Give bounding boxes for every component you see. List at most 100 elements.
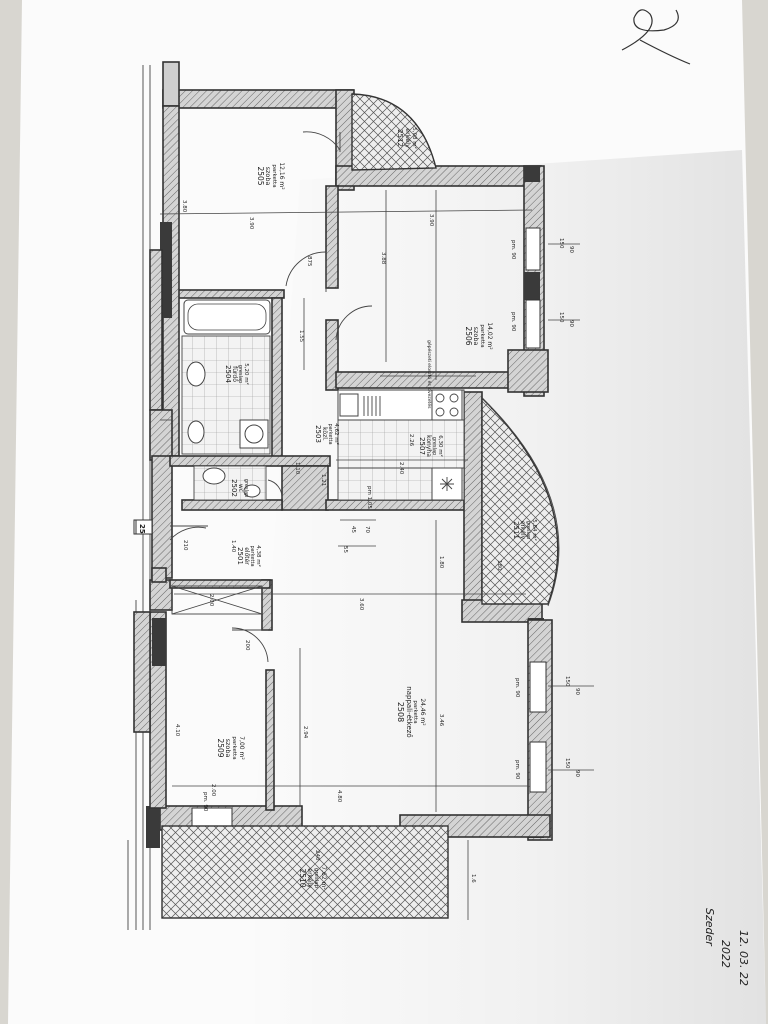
- svg-text:szoba: szoba: [472, 327, 480, 346]
- label-room-2501: 2501 előtér parketta 4,38 m²: [236, 545, 262, 567]
- svg-text:90: 90: [574, 770, 580, 777]
- svg-text:szoba: szoba: [264, 167, 272, 186]
- bathroom-fixtures: [181, 299, 271, 501]
- svg-text:7,62 m²: 7,62 m²: [320, 866, 327, 890]
- svg-text:200: 200: [244, 640, 250, 651]
- svg-text:3.80: 3.80: [181, 200, 187, 213]
- svg-text:greslap: greslap: [243, 479, 249, 497]
- svg-text:3.46: 3.46: [438, 714, 444, 727]
- svg-text:150: 150: [564, 676, 570, 687]
- svg-text:parketta: parketta: [271, 164, 277, 187]
- svg-text:5,08 m²: 5,08 m²: [411, 127, 418, 149]
- handwritten-date: 12. 03. 22: [737, 930, 750, 986]
- svg-text:1.6: 1.6: [470, 874, 476, 883]
- svg-text:2502: 2502: [230, 479, 238, 497]
- svg-text:12,16 m²: 12,16 m²: [278, 162, 285, 190]
- svg-text:2503: 2503: [314, 425, 322, 443]
- handwritten-signature: [621, 9, 691, 65]
- svg-text:közl.: közl.: [321, 427, 328, 441]
- svg-text:3.88: 3.88: [380, 252, 386, 265]
- svg-text:150: 150: [558, 238, 564, 249]
- svg-text:parketta: parketta: [479, 324, 485, 347]
- label-room-2511: 2511 erkély greslap 5,84 m²: [512, 519, 538, 541]
- handwritten-year: 2022: [719, 940, 732, 968]
- handwritten-name: Szeder: [703, 908, 716, 947]
- svg-text:erkély: erkély: [404, 128, 412, 148]
- bathroom-toilet: [187, 420, 205, 444]
- label-room-2505: 2505 szoba parketta 12,16 m²: [256, 162, 285, 190]
- room-labels: 2505 szoba parketta 12,16 m² 2512 erkély…: [216, 127, 538, 890]
- label-room-2509: 2509 szoba parketta 7,00 m²: [216, 736, 245, 760]
- kitchen-drainer: [363, 396, 381, 416]
- svg-text:parketta: parketta: [231, 736, 237, 759]
- svg-text:pm. 90: pm. 90: [510, 312, 516, 332]
- svg-text:5,20 m²: 5,20 m²: [243, 363, 250, 385]
- svg-text:4,38 m²: 4,38 m²: [255, 545, 262, 567]
- svg-text:90: 90: [568, 246, 574, 253]
- svg-text:parketta: parketta: [327, 423, 333, 444]
- label-room-2506: 2506 szoba parketta 14,02 m²: [464, 322, 493, 350]
- svg-text:2507: 2507: [418, 437, 426, 455]
- svg-text:4,62 m²: 4,62 m²: [333, 423, 340, 445]
- svg-text:4.80: 4.80: [336, 790, 342, 803]
- kitchen-service-note: gépészeti elosztó és kivezetés: [426, 340, 433, 409]
- svg-text:erkély: erkély: [519, 521, 526, 540]
- svg-text:parketta: parketta: [412, 700, 418, 723]
- svg-text:2510: 2510: [298, 868, 307, 887]
- wc-toilet: [202, 467, 226, 485]
- svg-text:70: 70: [364, 526, 370, 533]
- svg-text:45: 45: [350, 526, 356, 533]
- label-room-2510: 2510 erkély greslap 7,62 m²: [298, 866, 327, 890]
- svg-text:1.80: 1.80: [438, 556, 444, 569]
- window-labels: pm. 90 150 90 pm. 90 150 90 pm. 90 150 9…: [182, 238, 580, 861]
- svg-text:14,02 m²: 14,02 m²: [486, 322, 493, 350]
- svg-text:1.21: 1.21: [320, 474, 326, 486]
- svg-text:55: 55: [342, 546, 348, 553]
- label-room-2502: 2502 wc greslap: [230, 479, 249, 497]
- dimension-labels: 3.90 3.90 3.80 3.88 1.55 3.60 1.80 3.46 …: [174, 200, 476, 883]
- svg-text:25: 25: [138, 524, 146, 534]
- door-swings: [169, 131, 373, 663]
- svg-text:előtér: előtér: [243, 547, 250, 565]
- svg-text:3.90: 3.90: [428, 214, 434, 227]
- svg-text:2.00: 2.00: [208, 594, 214, 607]
- washing-machine: [239, 419, 269, 449]
- svg-text:2512: 2512: [396, 129, 404, 147]
- gas-symbol: [440, 477, 454, 491]
- svg-text:210: 210: [182, 540, 188, 551]
- svg-text:2505: 2505: [256, 166, 265, 185]
- label-room-2508: 2508 nappali-étkező parketta 24,46 m²: [396, 686, 426, 737]
- svg-text:2.40: 2.40: [398, 462, 404, 475]
- svg-text:erkély: erkély: [306, 868, 314, 888]
- svg-text:1.10: 1.10: [294, 462, 300, 475]
- entry-tag: 25: [135, 519, 153, 535]
- svg-text:3.90: 3.90: [248, 217, 254, 230]
- svg-text:szoba: szoba: [224, 739, 232, 758]
- svg-text:1.40: 1.40: [230, 540, 236, 553]
- svg-text:24,46 m²: 24,46 m²: [419, 698, 426, 726]
- svg-text:2509: 2509: [216, 738, 225, 757]
- svg-text:90: 90: [568, 320, 574, 327]
- svg-text:2511: 2511: [512, 521, 520, 539]
- svg-text:greslap: greslap: [525, 521, 531, 539]
- svg-text:150: 150: [564, 758, 570, 769]
- svg-text:2501: 2501: [236, 547, 244, 565]
- svg-text:greslap: greslap: [237, 365, 243, 383]
- svg-text:2506: 2506: [464, 326, 473, 345]
- label-room-2504: 2504 fürdő greslap 5,20 m²: [224, 363, 250, 385]
- svg-text:pm 1,05: pm 1,05: [366, 486, 372, 509]
- svg-text:konyha: konyha: [425, 435, 432, 457]
- kitchen-hob: [431, 389, 463, 421]
- label-room-2503: 2503 közl. parketta 4,62 m²: [314, 423, 340, 445]
- svg-text:3.60: 3.60: [358, 598, 364, 611]
- svg-text:2.00: 2.00: [210, 784, 216, 797]
- svg-text:7,00 m²: 7,00 m²: [238, 736, 245, 760]
- svg-text:pm. 90: pm. 90: [514, 678, 520, 698]
- svg-text:875: 875: [306, 256, 312, 267]
- svg-text:greslap: greslap: [431, 437, 437, 455]
- svg-text:pm. 90: pm. 90: [514, 760, 520, 780]
- balcony-2511-hatch: [481, 396, 559, 605]
- svg-text:180: 180: [496, 560, 502, 571]
- wc-sink: [243, 484, 261, 498]
